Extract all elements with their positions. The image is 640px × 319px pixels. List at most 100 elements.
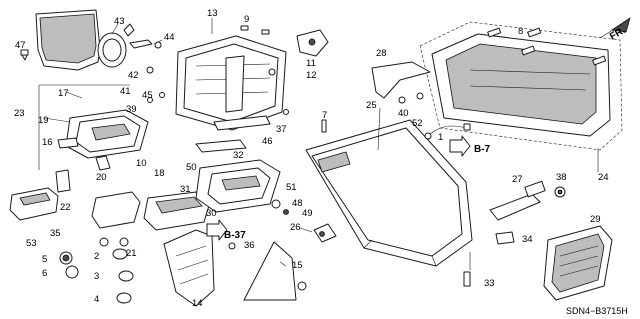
bracket-11-part: [296, 29, 329, 57]
callout-37: 37: [276, 124, 287, 135]
callout-33: 33: [484, 278, 495, 289]
callout-49: 49: [302, 208, 313, 219]
bracket-22-part: [55, 169, 71, 193]
front-arrow-icon: [599, 17, 631, 39]
callout-13: 13: [207, 8, 218, 19]
callout-15: 15: [292, 260, 303, 271]
reference-labels: B-7B-37: [224, 144, 491, 241]
callout-labels: 1234567891011121314151617181920212223242…: [14, 8, 609, 309]
callout-44: 44: [164, 32, 175, 43]
reference-b-7: B-7: [474, 144, 491, 155]
callout-29: 29: [590, 214, 601, 225]
callout-1: 1: [438, 132, 443, 143]
callout-41: 41: [120, 86, 131, 97]
callout-52: 52: [412, 118, 423, 129]
callout-28: 28: [376, 48, 387, 59]
vent-29-part: [543, 225, 613, 301]
holder-30-part: [143, 191, 211, 231]
callout-30: 30: [206, 208, 217, 219]
callout-27: 27: [512, 174, 523, 185]
callout-42: 42: [128, 70, 139, 81]
callout-3: 3: [94, 271, 99, 282]
callout-4: 4: [94, 294, 99, 305]
tray-31-part: [195, 159, 281, 213]
screw-33-part: [463, 271, 471, 287]
strip-20-part: [95, 155, 111, 171]
side-panel-14-part: [163, 229, 215, 307]
callout-39: 39: [126, 104, 137, 115]
callout-24: 24: [598, 172, 609, 183]
plate-46-part: [213, 115, 271, 131]
bracket-23: [38, 84, 130, 170]
callout-23: 23: [14, 108, 25, 119]
callout-2: 2: [94, 251, 99, 262]
lower-tray-part: [65, 109, 149, 159]
diagram-code: SDN4−B3715H: [566, 306, 628, 316]
screw-38-part: [554, 186, 566, 198]
pin-7-part: [321, 119, 327, 133]
callout-22: 22: [60, 202, 71, 213]
callout-51: 51: [286, 182, 297, 193]
callout-53: 53: [26, 238, 37, 249]
callout-36: 36: [244, 240, 255, 251]
switch-parts: [59, 237, 134, 304]
upper-housing-part: [175, 35, 287, 131]
damper-27-part: [489, 180, 546, 221]
callout-32: 32: [233, 150, 244, 161]
callout-20: 20: [96, 172, 107, 183]
ref-arrow-icon: [206, 135, 471, 241]
trim-panel-part: [431, 33, 611, 137]
callout-38: 38: [556, 172, 567, 183]
callout-26: 26: [290, 222, 301, 233]
reference-b-37: B-37: [224, 230, 246, 241]
callout-16: 16: [42, 137, 53, 148]
callout-5: 5: [42, 254, 47, 265]
callout-48: 48: [292, 198, 303, 209]
callout-9: 9: [244, 14, 249, 25]
clip-9-parts: [240, 25, 270, 35]
callout-34: 34: [522, 234, 533, 245]
callout-11: 11: [306, 58, 316, 69]
callout-35: 35: [50, 228, 61, 239]
callout-19: 19: [38, 115, 49, 126]
callout-10: 10: [136, 158, 147, 169]
callout-47: 47: [15, 40, 26, 51]
callout-43: 43: [114, 16, 125, 27]
plate-32-part: [195, 139, 247, 153]
screws-left-housing: [146, 66, 289, 115]
clips-48-49: [271, 199, 289, 215]
bracket-28-part: [371, 61, 431, 99]
clip-40-part: [398, 92, 424, 104]
callout-25: 25: [366, 100, 377, 111]
callout-50: 50: [186, 162, 197, 173]
callout-17: 17: [58, 88, 69, 99]
lid-panel-part: [35, 9, 101, 71]
glove-box-part: [305, 119, 473, 267]
clip-36-parts: [228, 242, 307, 291]
callout-7: 7: [322, 110, 327, 121]
callout-8: 8: [518, 26, 523, 37]
side-cover-15-part: [243, 241, 297, 301]
callout-6: 6: [42, 268, 47, 279]
leader-lines: [43, 18, 599, 270]
callout-45: 45: [142, 90, 153, 101]
callout-46: 46: [262, 136, 273, 147]
link-44-part: [129, 39, 162, 49]
damper-ring-part: [97, 23, 135, 68]
callout-18: 18: [154, 168, 165, 179]
lock-26-part: [313, 223, 337, 243]
callout-12: 12: [306, 70, 317, 81]
pocket-21-part: [91, 191, 141, 229]
clip-34-part: [495, 231, 515, 245]
clip-47-part: [20, 49, 29, 61]
plugs-8-part: [487, 27, 607, 66]
cover-53-part: [9, 187, 59, 221]
wire-1-part: [424, 123, 471, 140]
callout-14: 14: [192, 298, 203, 309]
callout-21: 21: [126, 248, 137, 259]
callout-40: 40: [398, 108, 409, 119]
latch-16-part: [57, 137, 79, 149]
callout-31: 31: [180, 184, 191, 195]
